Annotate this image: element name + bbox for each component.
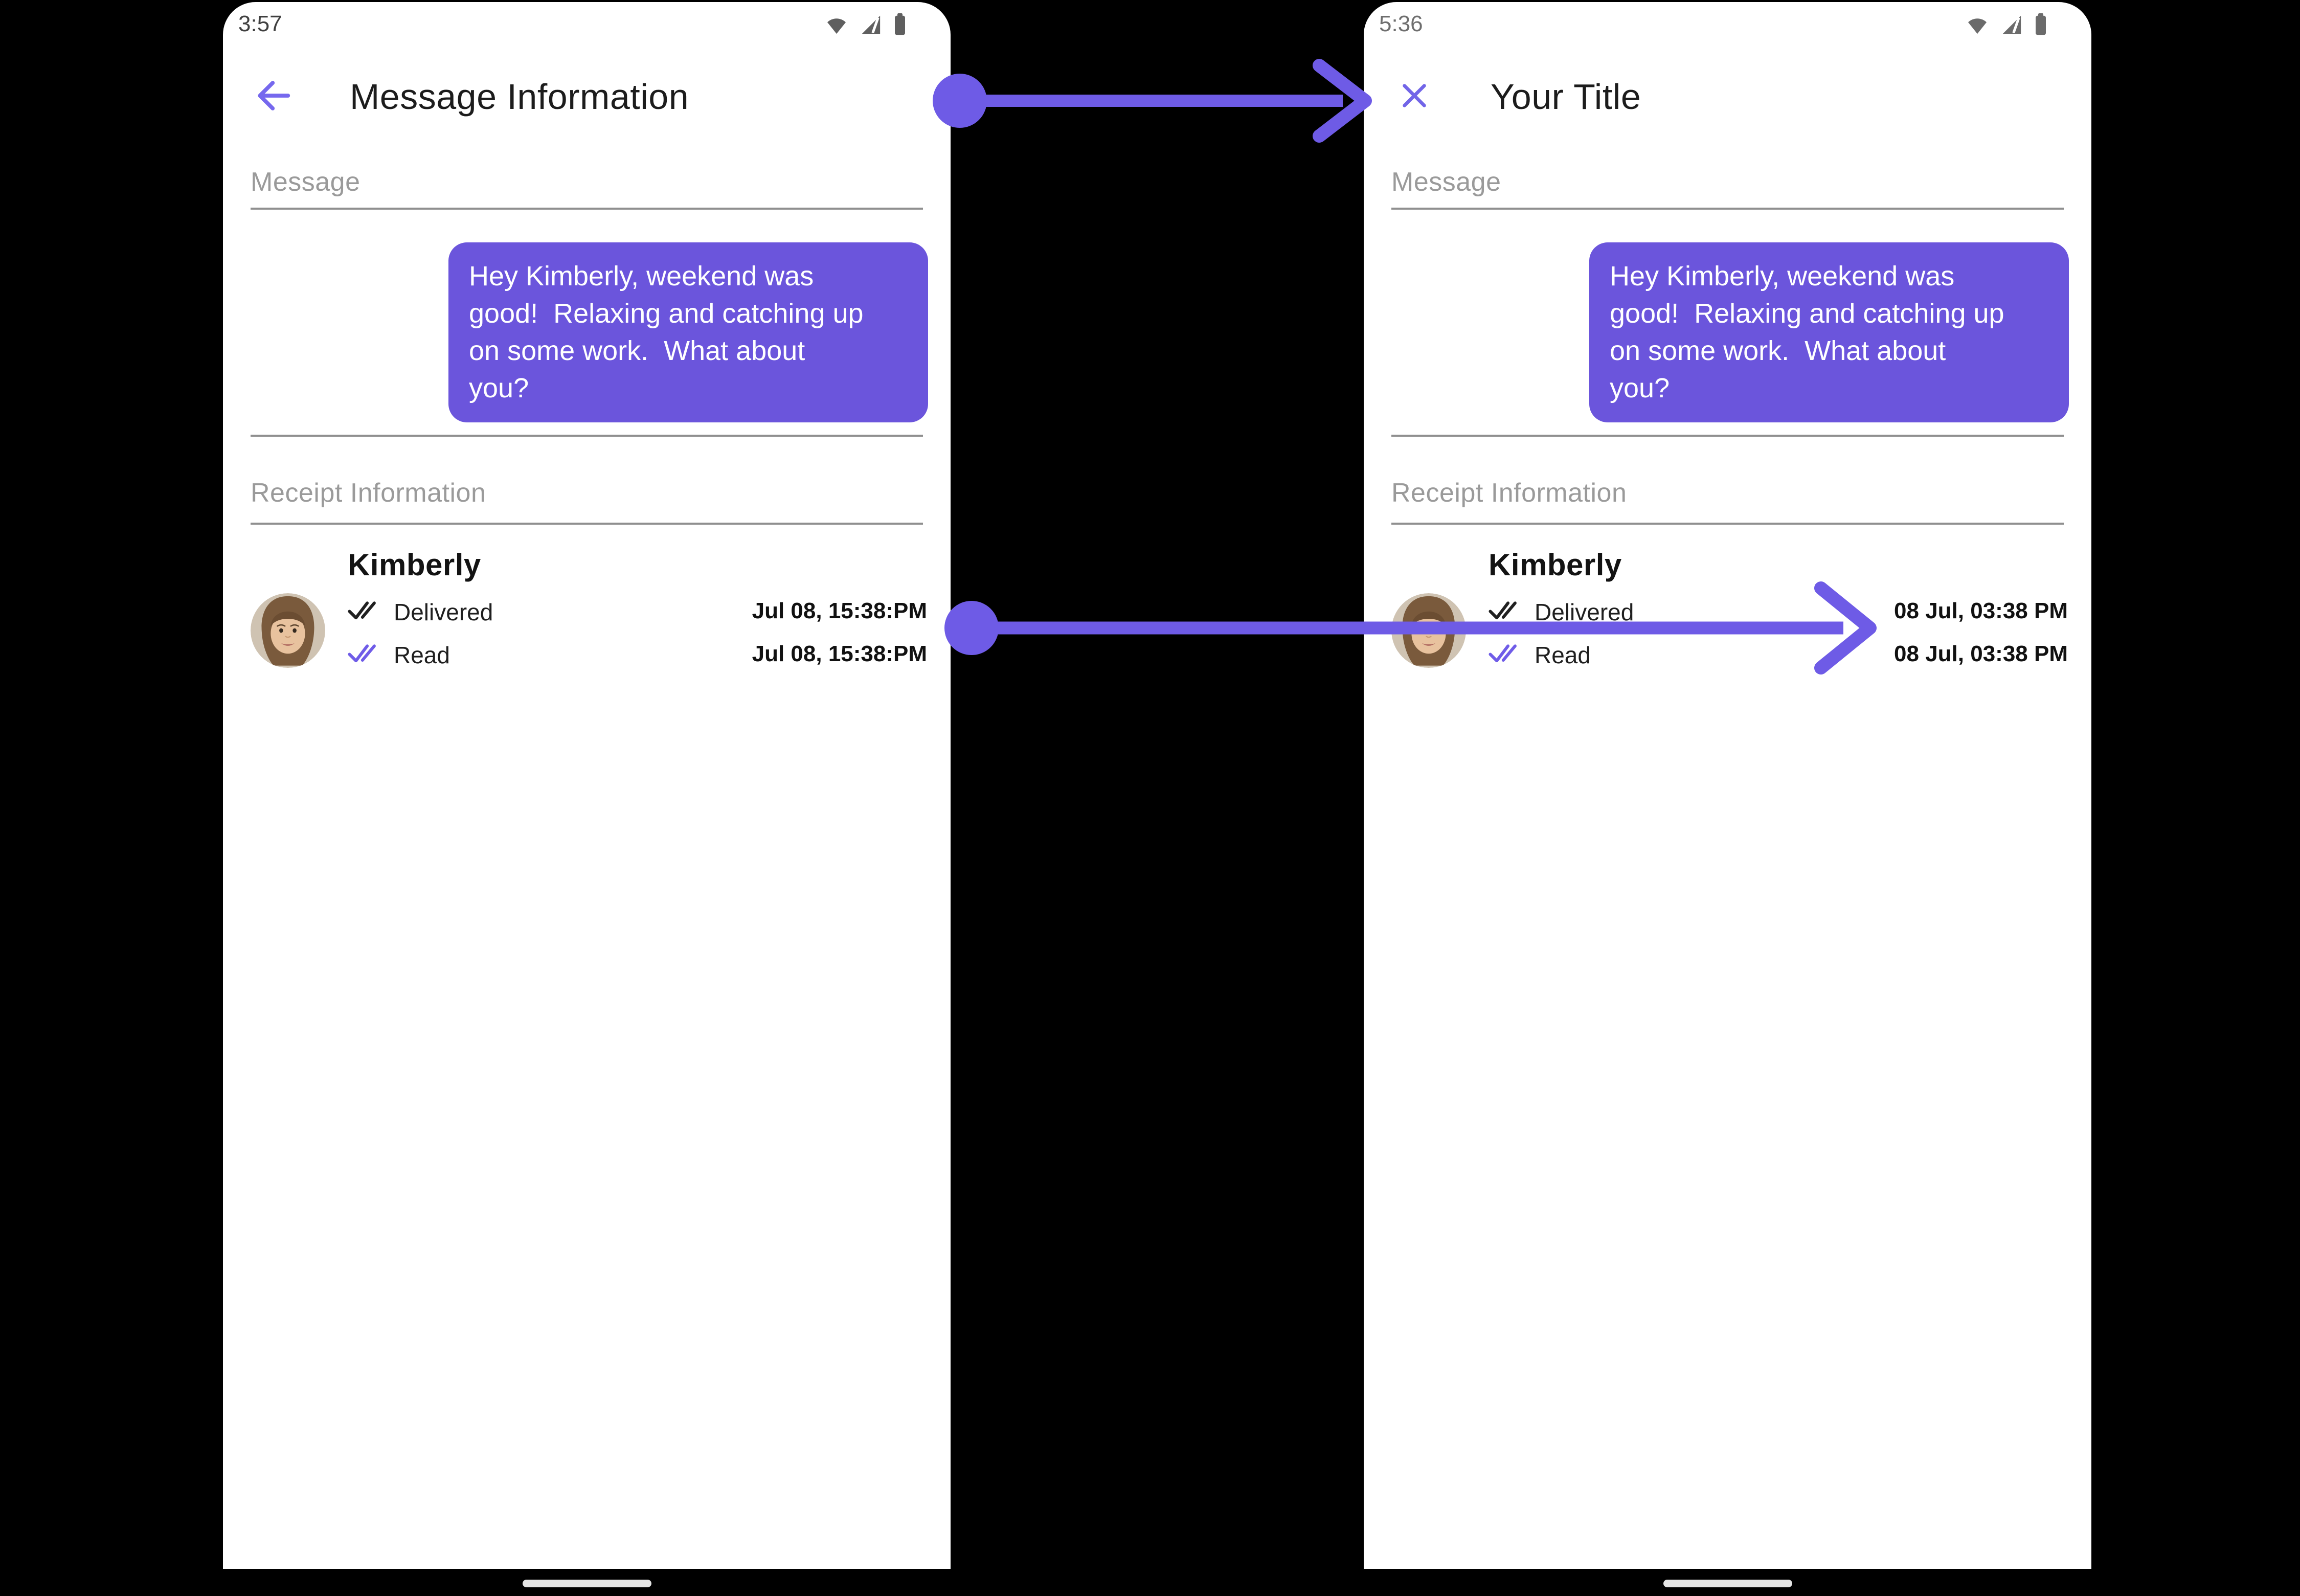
status-bar-time: 3:57 bbox=[238, 11, 282, 36]
close-icon[interactable] bbox=[1393, 75, 1435, 117]
status-bar-icons bbox=[825, 10, 908, 37]
page-title: Message Information bbox=[350, 77, 689, 117]
divider bbox=[251, 435, 923, 437]
delivered-label: Delivered bbox=[394, 599, 493, 625]
timestamp-format-change-arrow-icon bbox=[944, 581, 1877, 675]
double-check-icon bbox=[348, 597, 378, 622]
delivered-timestamp: 08 Jul, 03:38 PM bbox=[1894, 598, 2068, 623]
double-check-icon bbox=[1489, 597, 1519, 622]
delivered-label: Delivered bbox=[1535, 599, 1634, 625]
wifi-icon bbox=[1966, 11, 1989, 37]
receipt-section-label: Receipt Information bbox=[251, 478, 486, 508]
message-section-label: Message bbox=[1391, 167, 1501, 197]
read-timestamp: Jul 08, 15:38:PM bbox=[752, 641, 927, 666]
avatar bbox=[251, 593, 325, 668]
battery-icon bbox=[892, 11, 908, 37]
divider bbox=[1391, 208, 2064, 210]
home-indicator[interactable] bbox=[522, 1580, 651, 1587]
title-change-arrow-icon bbox=[933, 59, 1372, 143]
phone-before: 3:57 Message Information Message Hey Kim… bbox=[223, 0, 951, 1596]
screen-before: 3:57 Message Information Message Hey Kim… bbox=[223, 2, 951, 1569]
read-label: Read bbox=[1535, 642, 1591, 668]
double-check-icon bbox=[348, 640, 378, 665]
status-bar-icons bbox=[1966, 10, 2048, 37]
message-section-label: Message bbox=[251, 167, 360, 197]
divider bbox=[251, 208, 923, 210]
status-bar-time: 5:36 bbox=[1379, 11, 1423, 36]
home-indicator[interactable] bbox=[1663, 1580, 1792, 1587]
message-bubble: Hey Kimberly, weekend was good! Relaxing… bbox=[1589, 242, 2069, 422]
read-timestamp: 08 Jul, 03:38 PM bbox=[1894, 641, 2068, 666]
phone-after: 5:36 Your Title Message Hey Kimberly, we… bbox=[1364, 0, 2091, 1596]
cellular-signal-icon bbox=[1999, 11, 2023, 37]
page-title: Your Title bbox=[1491, 77, 1641, 117]
divider bbox=[1391, 435, 2064, 437]
message-bubble: Hey Kimberly, weekend was good! Relaxing… bbox=[448, 242, 928, 422]
screen-after: 5:36 Your Title Message Hey Kimberly, we… bbox=[1364, 2, 2091, 1569]
cellular-signal-icon bbox=[859, 11, 882, 37]
wifi-icon bbox=[825, 11, 848, 37]
double-check-icon bbox=[1489, 640, 1519, 665]
delivered-timestamp: Jul 08, 15:38:PM bbox=[752, 598, 927, 623]
contact-name: Kimberly bbox=[1489, 548, 1622, 582]
contact-name: Kimberly bbox=[348, 548, 481, 582]
divider bbox=[251, 523, 923, 525]
divider bbox=[1391, 523, 2064, 525]
receipt-section-label: Receipt Information bbox=[1391, 478, 1627, 508]
back-arrow-icon[interactable] bbox=[253, 75, 295, 117]
battery-icon bbox=[2033, 11, 2048, 37]
read-label: Read bbox=[394, 642, 450, 668]
